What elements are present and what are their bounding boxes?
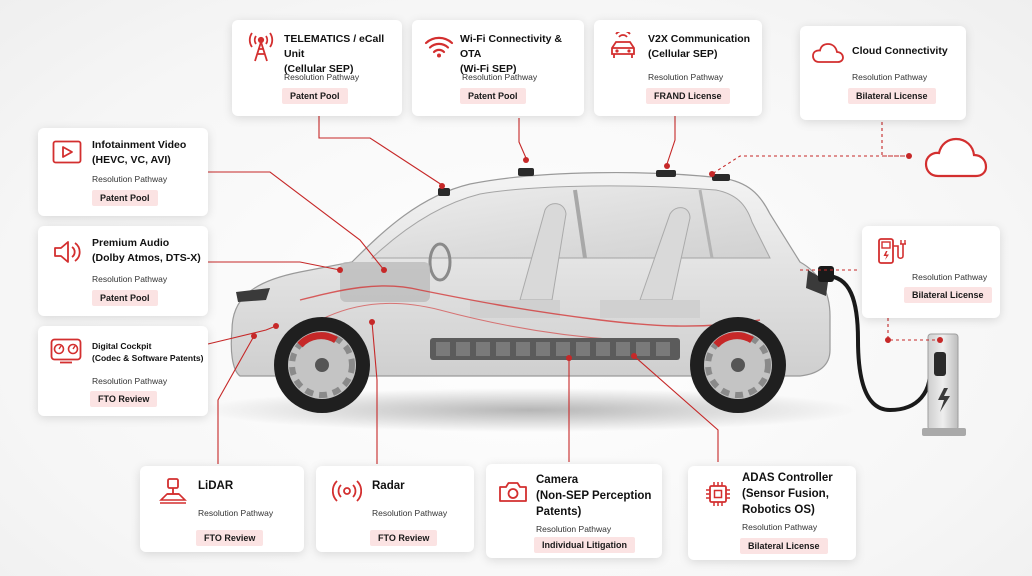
car-shadow — [200, 388, 860, 432]
connectors — [207, 116, 940, 464]
card-wifi[interactable]: Wi-Fi Connectivity & OTA (Wi-Fi SEP) Res… — [412, 20, 584, 116]
dashboard-icon — [50, 338, 82, 364]
resolution-pathway-label: Resolution Pathway — [372, 508, 448, 518]
card-cockpit[interactable]: Digital Cockpit (Codec & Software Patent… — [38, 326, 208, 416]
card-title-line: TELEMATICS / eCall Unit — [284, 33, 385, 60]
card-audio[interactable]: Premium Audio (Dolby Atmos, DTS-X) Resol… — [38, 226, 208, 316]
rear-seat — [639, 207, 691, 301]
card-title-line: (Wi-Fi SEP) — [460, 63, 517, 75]
card-v2x[interactable]: V2X Communication (Cellular SEP) Resolut… — [594, 20, 762, 116]
resolution-badge: Patent Pool — [92, 190, 158, 206]
wiring-harness — [299, 285, 761, 327]
resolution-pathway-label: Resolution Pathway — [648, 72, 724, 82]
resolution-pathway-label: Resolution Pathway — [284, 72, 360, 82]
card-title-line: (Sensor Fusion, — [742, 488, 829, 500]
card-charging[interactable]: Resolution Pathway Bilateral License — [862, 226, 1000, 318]
engine-bay — [340, 262, 430, 302]
resolution-pathway-label: Resolution Pathway — [742, 522, 818, 532]
charger-icon — [878, 238, 906, 264]
camera-icon — [499, 482, 527, 502]
resolution-badge: Patent Pool — [92, 290, 158, 306]
resolution-pathway-label: Resolution Pathway — [92, 274, 168, 284]
card-camera[interactable]: Camera (Non-SEP Perception Patents) Reso… — [486, 464, 662, 558]
headlight — [236, 288, 270, 302]
card-infotainment[interactable]: Infotainment Video (HEVC, VC, AVI) Resol… — [38, 128, 208, 216]
card-title-line: Radar — [372, 480, 405, 492]
resolution-badge: FRAND License — [646, 88, 730, 104]
resolution-badge: Bilateral License — [740, 538, 828, 554]
rear-wheel — [690, 317, 786, 413]
connector-dots — [251, 153, 943, 361]
card-title-line: (Cellular SEP) — [648, 48, 718, 60]
card-title-line: (Cellular SEP) — [284, 63, 354, 75]
card-title-line: V2X Communication — [648, 33, 751, 45]
card-title-line: Wi-Fi Connectivity & OTA — [460, 33, 562, 60]
roof-sensor — [656, 170, 676, 177]
card-title-line: ADAS Controller — [742, 472, 833, 484]
resolution-badge: Patent Pool — [460, 88, 526, 104]
resolution-badge: Bilateral License — [848, 88, 936, 104]
car-pillar — [573, 189, 587, 259]
speaker-icon — [54, 241, 81, 263]
windshield-sensor — [438, 188, 450, 196]
card-adas[interactable]: ADAS Controller (Sensor Fusion, Robotics… — [688, 466, 856, 560]
resolution-pathway-label: Resolution Pathway — [536, 524, 612, 534]
resolution-pathway-label: Resolution Pathway — [852, 72, 928, 82]
card-title-line: Premium Audio — [92, 237, 170, 249]
roof-sensor — [518, 168, 534, 176]
cloud-icon — [924, 137, 988, 178]
front-seat — [519, 203, 567, 301]
resolution-badge: FTO Review — [370, 530, 438, 546]
wifi-icon — [424, 36, 454, 58]
card-title-line: (HEVC, VC, AVI) — [92, 154, 171, 166]
card-lidar[interactable]: LiDAR Resolution Pathway FTO Review — [140, 466, 304, 552]
card-title-line: Robotics OS) — [742, 504, 815, 516]
charging-cable — [825, 274, 932, 413]
card-title-line: Digital Cockpit — [92, 341, 152, 351]
car-pillar — [698, 189, 714, 259]
front-wheel — [274, 317, 370, 413]
resolution-badge: Individual Litigation — [534, 537, 635, 553]
video-play-icon — [52, 140, 82, 164]
tail-light — [806, 270, 828, 296]
resolution-badge: Patent Pool — [282, 88, 348, 104]
cloud-icon — [812, 43, 844, 63]
card-title-line: (Dolby Atmos, DTS-X) — [92, 252, 201, 264]
resolution-badge: FTO Review — [196, 530, 264, 546]
steering-wheel — [428, 242, 452, 282]
card-title-line: Camera — [536, 474, 579, 486]
resolution-pathway-label: Resolution Pathway — [462, 72, 538, 82]
battery-cells — [436, 342, 670, 356]
charging-station — [922, 333, 966, 436]
lidar-icon — [159, 478, 187, 504]
card-title-line: Patents) — [536, 506, 582, 518]
resolution-badge: FTO Review — [90, 391, 158, 407]
car-signal-icon — [611, 32, 635, 58]
resolution-pathway-label: Resolution Pathway — [92, 376, 168, 386]
card-cloud[interactable]: Cloud Connectivity Resolution Pathway Bi… — [800, 26, 966, 120]
card-telematics[interactable]: TELEMATICS / eCall Unit (Cellular SEP) R… — [232, 20, 402, 116]
roof-sensor — [712, 174, 730, 181]
resolution-pathway-label: Resolution Pathway — [912, 272, 988, 282]
rear-seat-base — [600, 300, 700, 318]
charge-port-plug — [818, 266, 834, 282]
card-title-line: (Codec & Software Patents) — [92, 353, 204, 363]
card-title-line: Infotainment Video — [92, 139, 187, 151]
resolution-pathway-label: Resolution Pathway — [92, 174, 168, 184]
card-title-line: LiDAR — [198, 480, 234, 492]
card-title-line: Cloud Connectivity — [852, 45, 948, 57]
card-title-line: (Non-SEP Perception — [536, 490, 652, 502]
radar-icon — [332, 480, 362, 502]
resolution-pathway-label: Resolution Pathway — [198, 508, 274, 518]
card-radar[interactable]: Radar Resolution Pathway FTO Review — [316, 466, 474, 552]
chip-icon — [706, 482, 730, 506]
wiring-harness — [319, 302, 621, 341]
cell-tower-icon — [248, 32, 274, 62]
resolution-badge: Bilateral License — [904, 287, 992, 303]
